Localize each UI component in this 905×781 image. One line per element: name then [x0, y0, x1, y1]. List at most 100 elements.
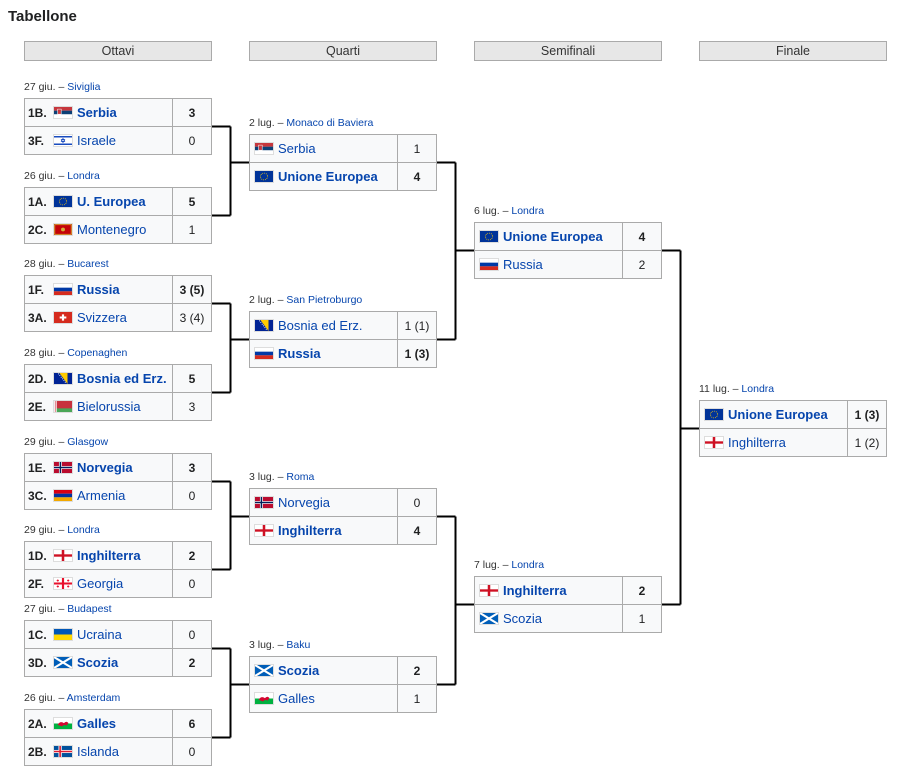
match-date: 29 giu. – [24, 524, 68, 536]
team-name-link[interactable]: Norvegia [77, 460, 133, 475]
team-name-link[interactable]: U. Europea [77, 194, 146, 209]
montenegro-flag-icon[interactable] [53, 223, 73, 236]
georgia-flag-icon[interactable] [53, 577, 73, 590]
team-seed: 1B. [28, 105, 47, 120]
team-name-link[interactable]: Russia [278, 346, 321, 361]
team-name-link[interactable]: Inghilterra [77, 548, 141, 563]
match-venue-link[interactable]: Copenaghen [67, 347, 128, 359]
bosnia-flag-icon[interactable] [53, 372, 73, 385]
israel-flag-icon[interactable] [53, 134, 73, 147]
match-venue-link[interactable]: San Pietroburgo [286, 294, 363, 306]
eu-flag-icon[interactable] [53, 195, 73, 208]
team-seed: 3A. [28, 310, 47, 325]
team-cell: Russia [475, 251, 623, 278]
team-name-link[interactable]: Serbia [278, 141, 316, 156]
team-name-link[interactable]: Serbia [77, 105, 117, 120]
team-score: 0 [188, 576, 196, 591]
team-name-link[interactable]: Unione Europea [503, 229, 603, 244]
norway-flag-icon[interactable] [53, 461, 73, 474]
wales-flag-icon[interactable] [254, 692, 274, 705]
team-cell: Unione Europea [475, 223, 623, 250]
england-flag-icon[interactable] [53, 549, 73, 562]
england-flag-icon[interactable] [704, 436, 724, 449]
eu-flag-icon[interactable] [254, 170, 274, 183]
bosnia-flag-icon[interactable] [254, 319, 274, 332]
match-venue-link[interactable]: Roma [286, 471, 315, 483]
team-name-link[interactable]: Norvegia [278, 495, 331, 510]
match-venue-link[interactable]: Siviglia [67, 81, 101, 93]
england-flag-icon[interactable] [479, 584, 499, 597]
match-venue-link[interactable]: Baku [286, 639, 311, 651]
serbia-flag-icon[interactable] [254, 142, 274, 155]
ukraine-flag-icon[interactable] [53, 628, 73, 641]
belarus-flag-icon[interactable] [53, 400, 73, 413]
team-name-link[interactable]: Israele [77, 133, 117, 148]
match-date: 6 lug. – [474, 205, 512, 217]
team-score: 0 [188, 133, 196, 148]
russia-flag-icon[interactable] [53, 283, 73, 296]
match-venue-link[interactable]: Londra [511, 559, 545, 571]
team-name-link[interactable]: Scozia [503, 611, 543, 626]
team-cell: Israele [49, 127, 173, 154]
team-cell: Scozia [475, 605, 623, 632]
team-name-link[interactable]: Scozia [77, 655, 119, 670]
match-date-venue: 28 giu. – Copenaghen [24, 347, 127, 359]
team-seed: 2B. [28, 744, 47, 759]
team-score: 1 [413, 141, 421, 156]
team-name-link[interactable]: Inghilterra [728, 435, 786, 450]
match-venue-link[interactable]: Londra [67, 170, 100, 182]
england-flag-icon[interactable] [254, 524, 274, 537]
wales-flag-icon[interactable] [53, 717, 73, 730]
match-venue-link[interactable]: Glasgow [67, 436, 109, 448]
team-score: 0 [188, 744, 196, 759]
team-name-link[interactable]: Montenegro [77, 222, 147, 237]
eu-flag-icon[interactable] [479, 230, 499, 243]
team-name-link[interactable]: Islanda [77, 744, 119, 759]
serbia-flag-icon[interactable] [53, 106, 73, 119]
team-name-link[interactable]: Bosnia ed Erz. [278, 318, 363, 333]
team-name-link[interactable]: Bosnia ed Erz. [77, 371, 167, 386]
team-name-link[interactable]: Georgia [77, 576, 124, 591]
team-name-link[interactable]: Bielorussia [77, 399, 141, 414]
match-venue-link[interactable]: Monaco di Baviera [286, 117, 374, 129]
team-score: 5 [188, 194, 196, 209]
match-venue-link[interactable]: Londra [511, 205, 545, 217]
team-score: 4 [638, 229, 646, 244]
team-name-link[interactable]: Galles [77, 716, 117, 731]
match-venue-link[interactable]: Bucarest [67, 258, 109, 270]
team-name-link[interactable]: Armenia [77, 488, 126, 503]
scotland-flag-icon[interactable] [53, 656, 73, 669]
armenia-flag-icon[interactable] [53, 489, 73, 502]
team-name-link[interactable]: Inghilterra [278, 523, 342, 538]
scotland-flag-icon[interactable] [479, 612, 499, 625]
team-name-link[interactable]: Svizzera [77, 310, 127, 325]
norway-flag-icon[interactable] [254, 496, 274, 509]
scotland-flag-icon[interactable] [254, 664, 274, 677]
team-name-link[interactable]: Unione Europea [278, 169, 378, 184]
team-name-link[interactable]: Galles [278, 691, 315, 706]
team-cell: Svizzera [49, 304, 173, 331]
match-date-venue: 26 giu. – Amsterdam [24, 692, 120, 704]
team-name-link[interactable]: Scozia [278, 663, 320, 678]
team-name-link[interactable]: Russia [503, 257, 543, 272]
team-name-link[interactable]: Inghilterra [503, 583, 567, 598]
switzerland-flag-icon[interactable] [53, 311, 73, 324]
match-venue-link[interactable]: Budapest [67, 603, 112, 615]
team-name-link[interactable]: Ucraina [77, 627, 122, 642]
russia-flag-icon[interactable] [254, 347, 274, 360]
team-name-link[interactable]: Unione Europea [728, 407, 828, 422]
match-date: 26 giu. – [24, 170, 68, 182]
match-venue-link[interactable]: Londra [741, 383, 775, 395]
team-name-link[interactable]: Russia [77, 282, 120, 297]
match-venue-link[interactable]: Amsterdam [66, 692, 121, 704]
iceland-flag-icon[interactable] [53, 745, 73, 758]
match-venue-link[interactable]: Londra [67, 524, 100, 536]
team-cell: Norvegia [250, 489, 398, 516]
russia-flag-icon[interactable] [479, 258, 499, 271]
eu-flag-icon[interactable] [704, 408, 724, 421]
